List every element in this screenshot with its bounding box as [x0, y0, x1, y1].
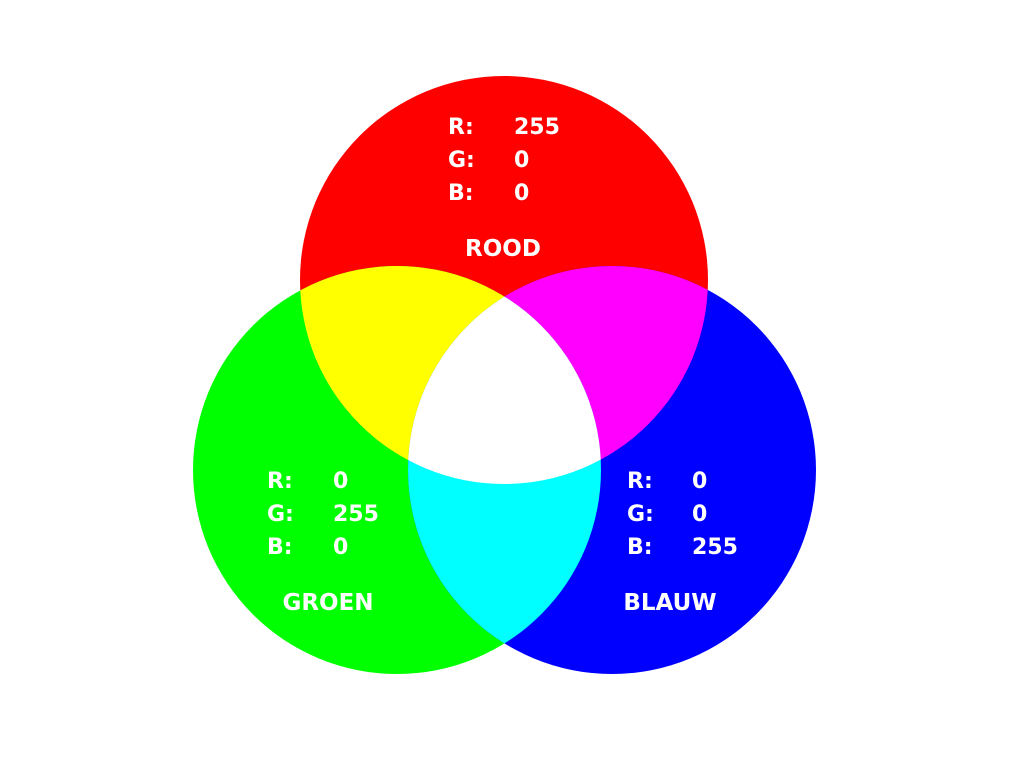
green-circle-name: GROEN — [282, 590, 373, 616]
red-circle-name: ROOD — [465, 236, 541, 262]
red-b-label: B: — [448, 181, 474, 206]
blue-b-label: B: — [627, 535, 653, 560]
green-g-value: 255 — [333, 502, 379, 527]
green-b-label: B: — [267, 535, 293, 560]
blue-r-label: R: — [627, 469, 653, 494]
red-g-value: 0 — [514, 148, 529, 173]
blue-g-label: G: — [627, 502, 654, 527]
red-r-label: R: — [448, 115, 474, 140]
blue-circle-labels: R: 0 G: 0 B: 255 BLAUW — [623, 469, 738, 616]
red-circle-labels: R: 255 G: 0 B: 0 ROOD — [448, 115, 560, 262]
blue-r-value: 0 — [692, 469, 707, 494]
blue-b-value: 255 — [692, 535, 738, 560]
red-r-value: 255 — [514, 115, 560, 140]
blue-circle-name: BLAUW — [623, 590, 716, 616]
green-r-value: 0 — [333, 469, 348, 494]
blue-g-value: 0 — [692, 502, 707, 527]
green-g-label: G: — [267, 502, 294, 527]
green-circle-labels: R: 0 G: 255 B: 0 GROEN — [267, 469, 379, 616]
red-g-label: G: — [448, 148, 475, 173]
green-b-value: 0 — [333, 535, 348, 560]
white-center-overlap — [408, 266, 601, 484]
red-b-value: 0 — [514, 181, 529, 206]
green-r-label: R: — [267, 469, 293, 494]
